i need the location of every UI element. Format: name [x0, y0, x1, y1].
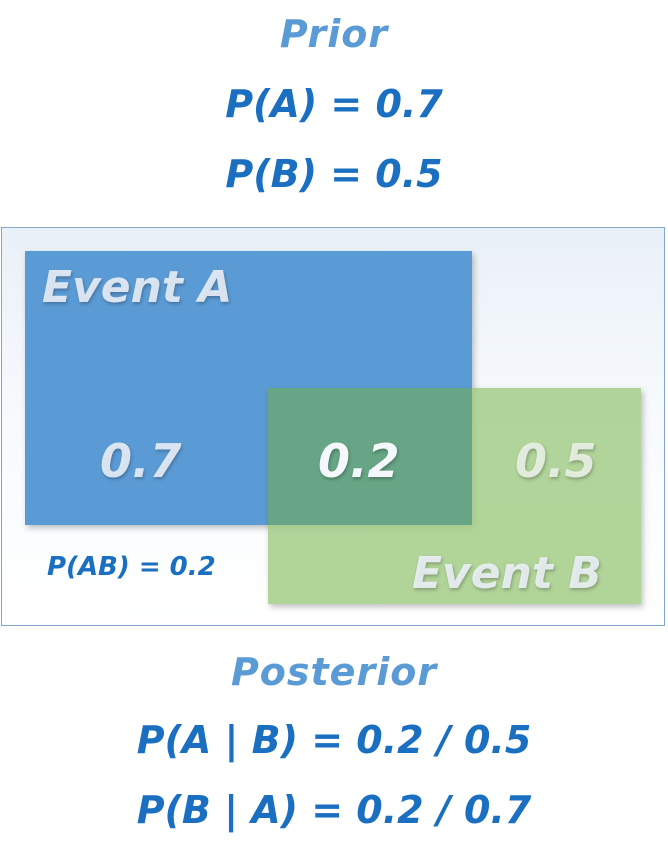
- event-a-value: 0.7: [100, 434, 182, 488]
- event-a-label: Event A: [42, 262, 233, 313]
- posterior-a-given-b: P(A | B) = 0.2 / 0.5: [136, 718, 532, 762]
- event-b-label: Event B: [412, 548, 602, 599]
- intersection-value: 0.2: [318, 434, 400, 488]
- event-b-value: 0.5: [515, 434, 597, 488]
- prior-probability-b: P(B) = 0.5: [225, 152, 443, 196]
- joint-probability-label: P(AB) = 0.2: [47, 552, 216, 582]
- posterior-b-given-a: P(B | A) = 0.2 / 0.7: [136, 788, 532, 832]
- posterior-title: Posterior: [230, 650, 438, 694]
- prior-probability-a: P(A) = 0.7: [225, 82, 443, 126]
- prior-title: Prior: [279, 12, 389, 56]
- intersection-region: [268, 388, 472, 525]
